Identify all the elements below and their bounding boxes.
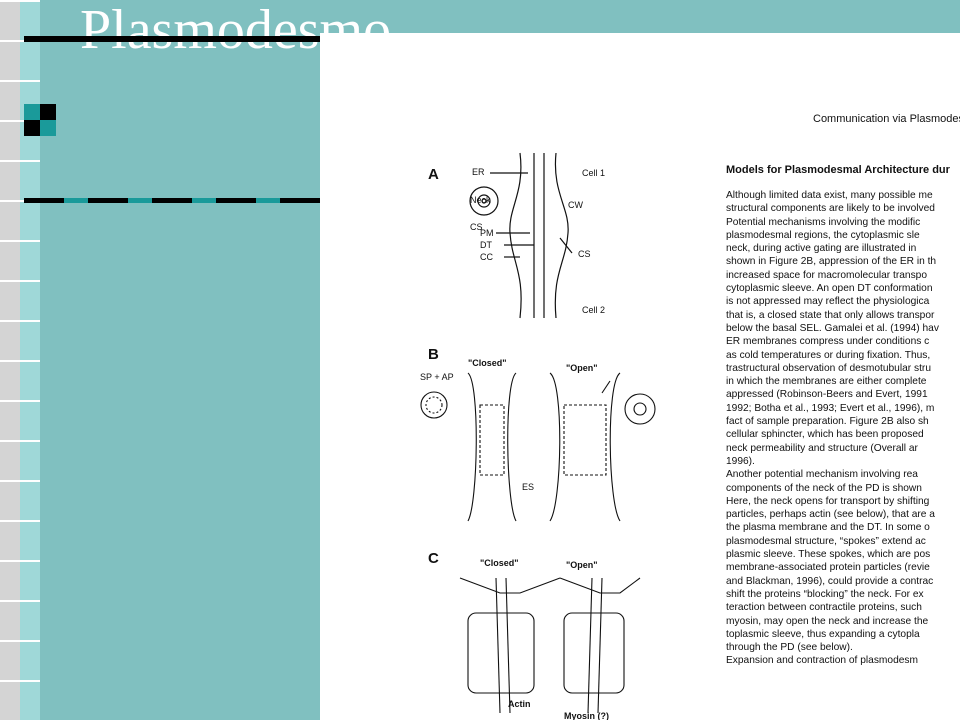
body-line: and Blackman, 1996), could provide a con… xyxy=(726,575,934,587)
body-line: ER membranes compress under conditions c xyxy=(726,336,930,348)
label-pm: PM xyxy=(480,228,494,238)
figure-2: A ER Neck CS PM DT CC Cell 1 CW CS Cell … xyxy=(420,152,656,720)
body-line: toplasmic sleeve, thus expanding a cytop… xyxy=(726,628,920,640)
label-cell1: Cell 1 xyxy=(582,168,605,178)
deco-square xyxy=(24,120,40,136)
section-heading: Models for Plasmodesmal Architecture dur xyxy=(726,164,950,176)
body-line: fact of sample preparation. Figure 2B al… xyxy=(726,416,929,428)
label-sp-ap: SP + AP xyxy=(420,372,454,382)
body-line: cytoplasmic sleeve. An open DT conformat… xyxy=(726,283,933,295)
body-line: that is, a closed state that only allows… xyxy=(726,309,935,321)
label-es: ES xyxy=(522,482,534,492)
body-line: teraction between contractile proteins, … xyxy=(726,602,922,614)
body-line: in which the membranes are either comple… xyxy=(726,376,927,388)
body-line: membrane-associated protein particles (r… xyxy=(726,562,930,574)
body-line: cellular sphincter, which has been propo… xyxy=(726,429,924,441)
scanned-paper-page: Communication via Plasmodes Models for P… xyxy=(320,33,960,720)
body-line: shift the proteins “blocking” the neck. … xyxy=(726,588,924,600)
figure-panel-a: A ER Neck CS PM DT CC Cell 1 CW CS Cell … xyxy=(428,152,605,319)
label-actin: Actin xyxy=(508,699,531,709)
panel-a-label: A xyxy=(428,166,439,183)
running-head: Communication via Plasmodes xyxy=(813,113,960,125)
body-line: appressed (Robinson-Beers and Evert, 199… xyxy=(726,389,928,401)
body-line: structural components are likely to be i… xyxy=(726,203,935,215)
label-er: ER xyxy=(472,167,485,177)
figure-panel-c: C "Closed" "Open" Actin Myosin (?) xyxy=(428,550,641,720)
panel-b-label: B xyxy=(428,346,439,363)
label-neck: Neck xyxy=(470,195,491,205)
body-line: Here, the neck opens for transport by sh… xyxy=(726,495,930,507)
body-line: Expansion and contraction of plasmodesm xyxy=(726,655,918,667)
body-line: myosin, may open the neck and increase t… xyxy=(726,615,929,627)
dashed-divider xyxy=(24,198,324,203)
label-dt: DT xyxy=(480,240,492,250)
label-cs-right: CS xyxy=(578,249,591,259)
label-cell2: Cell 2 xyxy=(582,305,605,315)
body-text: Although limited data exist, many possib… xyxy=(726,189,960,668)
title-rule xyxy=(24,36,324,42)
body-line: plasmodesmal structure, “spokes” extend … xyxy=(726,535,926,547)
body-line: trastructural observation of desmotubula… xyxy=(726,362,931,374)
body-line: increased space for macromolecular trans… xyxy=(726,269,928,281)
label-b-closed: "Closed" xyxy=(468,358,507,368)
label-cc: CC xyxy=(480,252,493,262)
body-line: plasmodesmal regions, the cytoplasmic sl… xyxy=(726,229,920,241)
deco-square xyxy=(24,104,40,120)
body-line: particles, perhaps actin (see below), th… xyxy=(726,509,935,521)
label-cs-left: CS xyxy=(470,222,483,232)
label-c-open: "Open" xyxy=(566,560,598,570)
body-line: 1996). xyxy=(726,455,755,467)
body-line: as cold temperatures or during fixation.… xyxy=(726,349,931,361)
body-line: through the PD (see below). xyxy=(726,642,853,654)
body-line: the plasma membrane and the DT. In some … xyxy=(726,522,930,534)
body-line: shown in Figure 2B, appression of the ER… xyxy=(726,256,937,268)
body-line: plasmic sleeve. These spokes, which are … xyxy=(726,549,931,561)
body-line: 1992; Botha et al., 1993; Evert et al., … xyxy=(726,402,935,414)
body-line: below the basal SEL. Gamalei et al. (199… xyxy=(726,322,939,334)
body-line: Although limited data exist, many possib… xyxy=(726,190,933,201)
figure-panel-b: B "Closed" "Open" SP + AP ES xyxy=(420,346,656,522)
body-line: Potential mechanisms involving the modif… xyxy=(726,216,921,228)
body-line: neck permeability and structure (Overall… xyxy=(726,442,918,454)
label-cw: CW xyxy=(568,200,583,210)
panel-c-label: C xyxy=(428,550,439,567)
body-line: components of the neck of the PD is show… xyxy=(726,482,922,494)
deco-square xyxy=(40,120,56,136)
body-line: is not appressed may reflect the physiol… xyxy=(726,296,930,308)
body-line: neck, during active gating are illustrat… xyxy=(726,243,917,255)
label-b-open: "Open" xyxy=(566,363,598,373)
label-c-closed: "Closed" xyxy=(480,558,519,568)
deco-square xyxy=(40,104,56,120)
label-myosin: Myosin (?) xyxy=(564,711,609,720)
body-line: Another potential mechanism involving re… xyxy=(726,469,918,481)
